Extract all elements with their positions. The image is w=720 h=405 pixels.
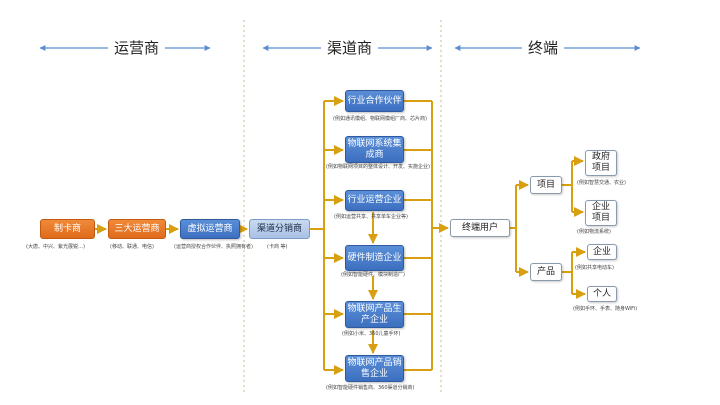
gov-project-box[interactable]: 政府项目	[585, 150, 617, 176]
virtual-operator-note: (运营商授权合作伙伴、执照拥有者)	[174, 244, 253, 250]
enterprise-project-note: (例如物流系统)	[577, 229, 611, 235]
iot-seller-note: (例如智能硬件销售商、360渠道分销商)	[326, 385, 415, 391]
iot-producer-note: (例如小米、360儿童手环)	[342, 331, 401, 337]
card-maker-box[interactable]: 制卡商	[40, 219, 95, 239]
iot-producer-box[interactable]: 物联网产品生产企业	[345, 301, 404, 328]
iot-seller-box[interactable]: 物联网产品销售企业	[345, 355, 404, 382]
big-three-operators-box[interactable]: 三大运营商	[108, 219, 166, 239]
project-box[interactable]: 项目	[530, 176, 562, 194]
iot-integrator-box[interactable]: 物联网系统集成商	[345, 136, 404, 163]
channel-distributor-box[interactable]: 渠道分销商	[249, 219, 310, 239]
individual-box[interactable]: 个人	[587, 286, 617, 302]
section-title-operator: 运营商	[108, 38, 166, 58]
product-box[interactable]: 产品	[530, 263, 562, 281]
industry-partner-note: (例如通讯模组、物联网模组厂商、芯片商)	[333, 116, 427, 122]
iot-integrator-note: (例如物联网项目的整体设计、开发、实施企业)	[326, 164, 430, 170]
big-three-note: (移动、联通、电信)	[110, 244, 154, 250]
enterprise-note: (例如共享电动车)	[575, 265, 614, 271]
section-title-channel: 渠道商	[321, 38, 379, 58]
industry-partner-box[interactable]: 行业合作伙伴	[345, 90, 404, 112]
section-title-terminal: 终端	[522, 38, 565, 58]
card-maker-note: (大唐、中兴、紫光展锐…)	[26, 244, 85, 250]
individual-note: (例如手环、手表、随身WiFi)	[573, 306, 638, 312]
gov-project-note: (例如智慧交通、农业)	[577, 180, 626, 186]
end-user-box[interactable]: 终端用户	[450, 219, 510, 237]
hardware-maker-note: (例如智能硬件、模块制造厂)	[341, 272, 405, 278]
industry-operator-note: (例如运营共享、共享单车企业等)	[334, 214, 408, 220]
enterprise-project-box[interactable]: 企业项目	[585, 200, 617, 226]
virtual-operator-box[interactable]: 虚拟运营商	[180, 219, 240, 239]
hardware-maker-box[interactable]: 硬件制造企业	[345, 245, 404, 271]
enterprise-box[interactable]: 企业	[587, 244, 617, 260]
channel-distributor-note: (卡商 等)	[267, 244, 288, 250]
industry-operator-box[interactable]: 行业运营企业	[345, 190, 404, 211]
